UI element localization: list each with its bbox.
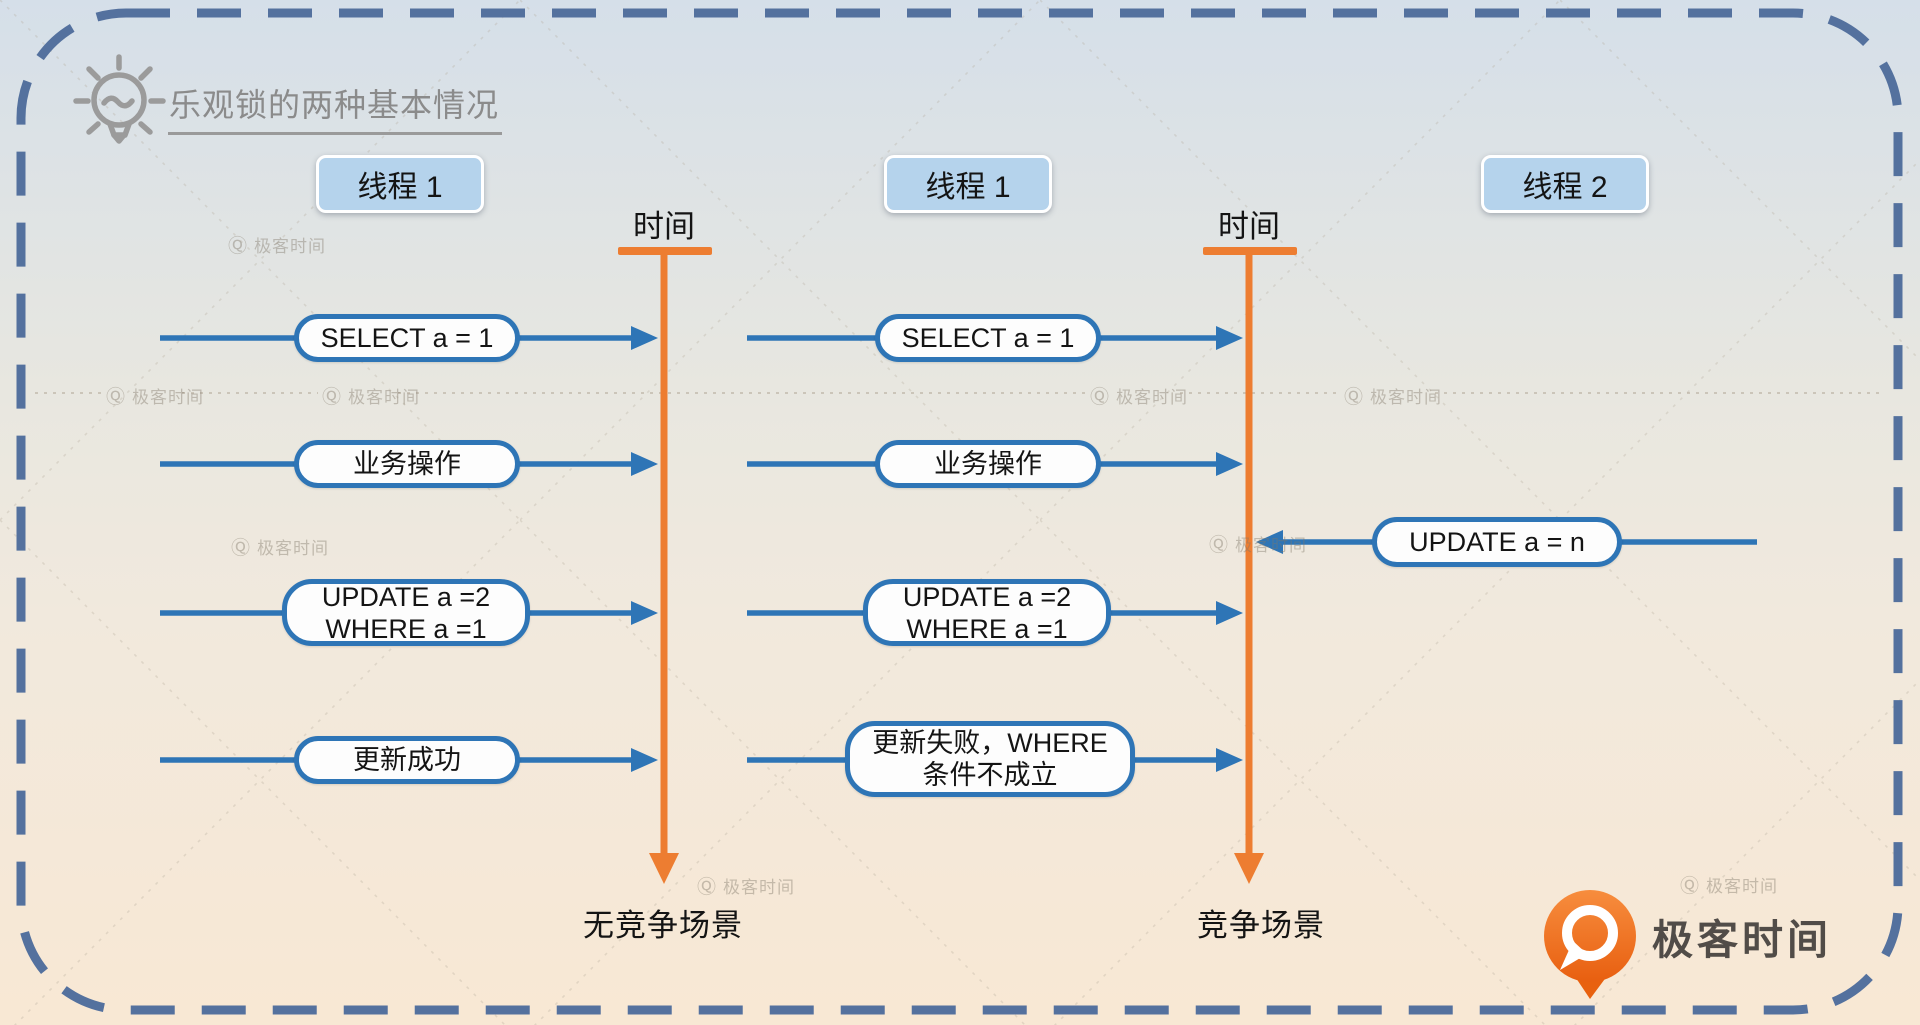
- watermark-q-icon: Ⓠ: [322, 387, 343, 408]
- watermark-q-icon: Ⓠ: [106, 387, 127, 408]
- step-update-scenario-2: UPDATE a =2 WHERE a =1: [863, 579, 1111, 646]
- watermark-q-icon: Ⓠ: [231, 538, 252, 559]
- step-update-thread-2: UPDATE a = n: [1372, 517, 1622, 567]
- timeline-2-axis: [1203, 247, 1297, 884]
- lightbulb-icon: [73, 54, 166, 144]
- step-business-op-scenario-2: 业务操作: [875, 440, 1101, 488]
- thread-1-box-scenario-2: 线程 1: [884, 155, 1052, 213]
- time-axis-label-2: 时间: [1218, 209, 1280, 244]
- watermark-q-icon: Ⓠ: [1209, 535, 1230, 556]
- watermark-q-icon: Ⓠ: [697, 877, 718, 898]
- step-select-scenario-1: SELECT a = 1: [294, 314, 520, 362]
- geektime-logo-icon: [1544, 890, 1636, 999]
- step-update-scenario-1: UPDATE a =2 WHERE a =1: [282, 579, 530, 646]
- step-update-failed: 更新失败，WHERE 条件不成立: [845, 721, 1135, 797]
- watermark-q-icon: Ⓠ: [1680, 876, 1701, 897]
- caption-contention: 竞争场景: [1197, 908, 1325, 943]
- diagram-title: 乐观锁的两种基本情况: [168, 80, 503, 135]
- diagram-title-row: 乐观锁的两种基本情况: [168, 80, 503, 135]
- caption-no-contention: 无竞争场景: [583, 908, 743, 943]
- watermark-q-icon: Ⓠ: [228, 236, 249, 257]
- timeline-1-axis: [618, 247, 712, 884]
- thread-1-box-scenario-1: 线程 1: [316, 155, 484, 213]
- thread-2-box: 线程 2: [1481, 155, 1649, 213]
- watermark-q-icon: Ⓠ: [1344, 387, 1365, 408]
- time-axis-label-1: 时间: [633, 209, 695, 244]
- step-select-scenario-2: SELECT a = 1: [875, 314, 1101, 362]
- watermark-q-icon: Ⓠ: [1090, 387, 1111, 408]
- geektime-logo-text: 极客时间: [1652, 917, 1832, 963]
- dashed-frame: [16, 8, 1903, 1015]
- step-business-op-scenario-1: 业务操作: [294, 440, 520, 488]
- step-update-success: 更新成功: [294, 736, 520, 784]
